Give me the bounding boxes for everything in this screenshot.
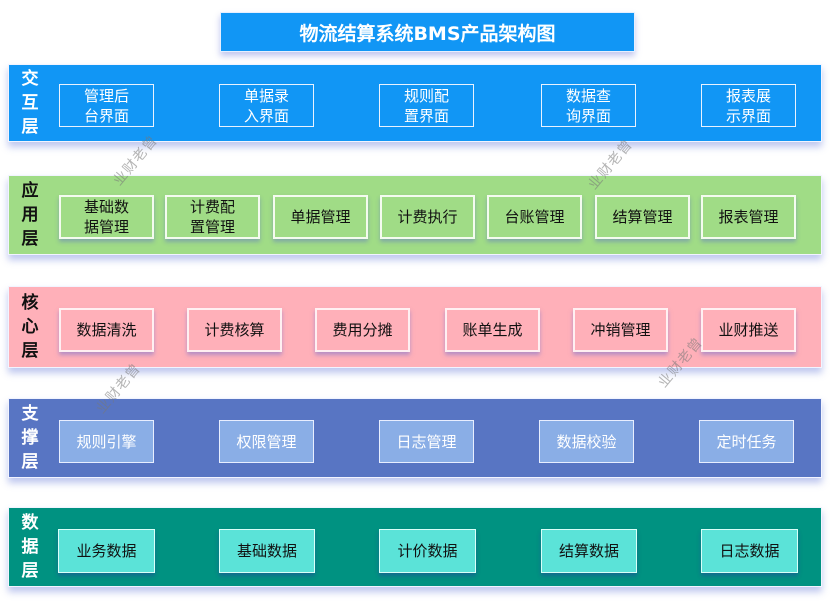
layer-label-char: 层 <box>21 452 39 472</box>
module-box-report-mgmt: 报表管理 <box>701 195 796 239</box>
module-box-permission-mgmt: 权限管理 <box>219 420 314 463</box>
layer-label-char: 数 <box>21 513 39 533</box>
layer-label-char: 应 <box>21 181 39 201</box>
module-box-bill-generation: 账单生成 <box>445 308 540 352</box>
layer-label-char: 据 <box>21 537 39 557</box>
layer-label-char: 核 <box>21 293 39 313</box>
layer-core: 核 心 层 数据清洗 计费核算 费用分摊 账单生成 冲销管理 业财推送 <box>8 286 822 368</box>
module-box-fee-calculation: 计费核算 <box>187 308 282 352</box>
module-box-log-data: 日志数据 <box>701 529 798 573</box>
module-box-master-data: 基础数据 <box>219 529 315 573</box>
layer-label-char: 层 <box>21 341 39 361</box>
module-box-rule-config-ui: 规则配置界面 <box>379 84 474 127</box>
module-box-pricing-data: 计价数据 <box>379 529 476 573</box>
diagram-title: 物流结算系统BMS产品架构图 <box>220 12 635 52</box>
layer-application: 应 用 层 基础数据管理 计费配置管理 单据管理 计费执行 台账管理 结算管理 … <box>8 175 822 255</box>
module-box-rule-engine: 规则引擎 <box>59 420 154 463</box>
layer-label-char: 撑 <box>21 428 39 448</box>
layer-label: 核 心 层 <box>19 287 41 367</box>
layer-label: 数 据 层 <box>19 508 41 586</box>
layer-interaction: 交 互 层 管理后台界面 单据录入界面 规则配置界面 数据查询界面 报表展示界面 <box>8 64 822 142</box>
module-box-report-ui: 报表展示界面 <box>701 84 796 127</box>
layer-support: 支 撑 层 规则引擎 权限管理 日志管理 数据校验 定时任务 <box>8 398 822 478</box>
module-box-ledger-mgmt: 台账管理 <box>487 195 582 239</box>
layer-label-char: 互 <box>21 93 39 113</box>
module-box-master-data-mgmt: 基础数据管理 <box>59 195 154 239</box>
module-box-admin-ui: 管理后台界面 <box>59 84 154 127</box>
layer-label-char: 用 <box>21 205 39 225</box>
layer-label: 支 撑 层 <box>19 399 41 477</box>
module-box-doc-mgmt: 单据管理 <box>273 195 368 239</box>
module-box-cost-allocation: 费用分摊 <box>315 308 410 352</box>
layer-label-char: 支 <box>21 404 39 424</box>
module-box-data-validation: 数据校验 <box>539 420 634 463</box>
layer-label: 应 用 层 <box>19 176 41 254</box>
layer-label: 交 互 层 <box>19 65 41 141</box>
module-box-settlement-data: 结算数据 <box>541 529 637 573</box>
module-box-log-mgmt: 日志管理 <box>379 420 474 463</box>
layer-label-char: 层 <box>21 117 39 137</box>
module-box-write-off-mgmt: 冲销管理 <box>573 308 668 352</box>
module-box-settlement-mgmt: 结算管理 <box>595 195 690 239</box>
module-box-billing-exec: 计费执行 <box>380 195 475 239</box>
module-box-data-cleansing: 数据清洗 <box>59 308 154 352</box>
layer-data: 数 据 层 业务数据 基础数据 计价数据 结算数据 日志数据 <box>8 507 822 587</box>
module-box-scheduled-tasks: 定时任务 <box>699 420 794 463</box>
layer-label-char: 层 <box>21 561 39 581</box>
module-box-data-query-ui: 数据查询界面 <box>541 84 636 127</box>
module-box-finance-push: 业财推送 <box>701 308 796 352</box>
layer-label-char: 心 <box>21 317 39 337</box>
layer-label-char: 层 <box>21 229 39 249</box>
module-box-billing-config-mgmt: 计费配置管理 <box>165 195 260 239</box>
module-box-business-data: 业务数据 <box>58 529 155 573</box>
layer-label-char: 交 <box>21 69 39 89</box>
module-box-doc-entry-ui: 单据录入界面 <box>219 84 314 127</box>
